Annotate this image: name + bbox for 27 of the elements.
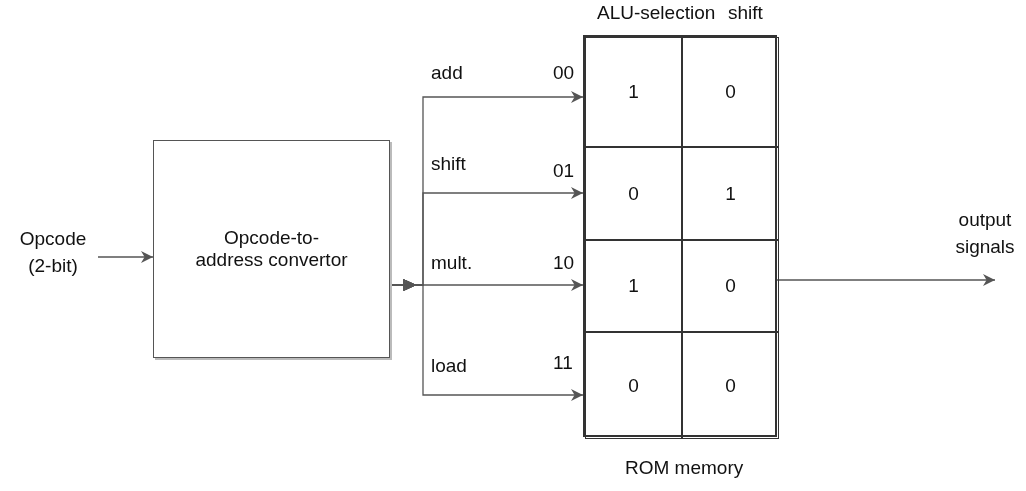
input-label: Opcode (2-bit) (8, 228, 98, 278)
column-header: shift (728, 2, 763, 24)
process-box (153, 140, 390, 358)
table-cell: 0 (682, 332, 779, 439)
address-label: 11 (553, 352, 573, 374)
table-cell: 1 (585, 37, 682, 147)
arrow (97, 251, 154, 263)
table-caption: ROM memory (625, 457, 744, 479)
table-cell: 1 (585, 240, 682, 332)
column-header: ALU-selection (597, 2, 716, 24)
address-label: 00 (553, 62, 575, 84)
box-label: Opcode-to-address convertor (194, 227, 349, 271)
edge-label: add (431, 62, 463, 84)
table-cell: 0 (585, 147, 682, 240)
rom-table (583, 35, 777, 437)
arrow (776, 274, 996, 286)
edge-label: load (431, 355, 467, 377)
table-cell: 0 (585, 332, 682, 439)
table-cell: 0 (682, 240, 779, 332)
table-cell: 1 (682, 147, 779, 240)
address-label: 10 (553, 252, 575, 274)
edge-label: shift (431, 153, 466, 175)
arrow (389, 279, 584, 401)
output-label: output signals (954, 208, 1016, 259)
edge-label: mult. (431, 252, 473, 274)
address-label: 01 (553, 160, 575, 182)
table-cell: 0 (682, 37, 779, 147)
